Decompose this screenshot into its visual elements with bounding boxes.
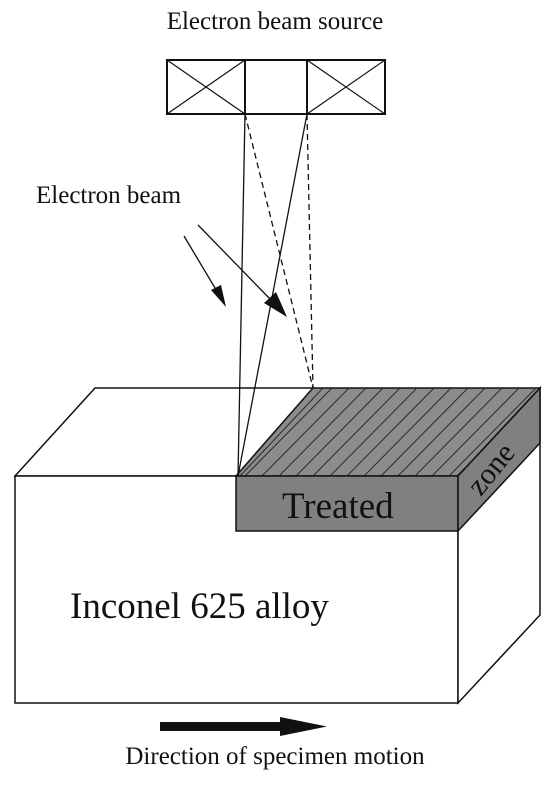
electron-beam-label: Electron beam	[36, 182, 182, 209]
beam-ray-solid-left	[237, 113, 246, 477]
treated-label: Treated	[282, 486, 394, 527]
inconel-alloy-label: Inconel 625 alloy	[70, 586, 329, 627]
beam-ray-dashed-right	[306, 113, 314, 389]
motion-arrow	[160, 717, 327, 736]
beam-pointer-arrows	[183, 224, 287, 317]
pointer-arrow-long-head	[264, 292, 287, 317]
source-outer-box	[166, 59, 386, 115]
motion-arrow-shaft	[160, 722, 280, 731]
specimen-motion-label: Direction of specimen motion	[125, 743, 425, 770]
treated-side-face	[457, 386, 541, 533]
motion-arrow-head	[280, 717, 327, 736]
beam-ray-dashed-left	[244, 113, 314, 389]
treated-zone	[234, 386, 542, 533]
electron-beam-source-label: Electron beam source	[166, 8, 384, 35]
beam-rays	[237, 113, 314, 477]
pointer-arrow-short-head	[211, 285, 226, 307]
beam-ray-solid-right	[237, 113, 308, 477]
electron-beam-source	[166, 59, 386, 115]
pointer-arrow-long-shaft	[197, 224, 273, 302]
source-cross-left-b	[166, 59, 246, 115]
source-cross-right-b	[306, 59, 386, 115]
pointer-arrow-short-shaft	[183, 235, 219, 294]
